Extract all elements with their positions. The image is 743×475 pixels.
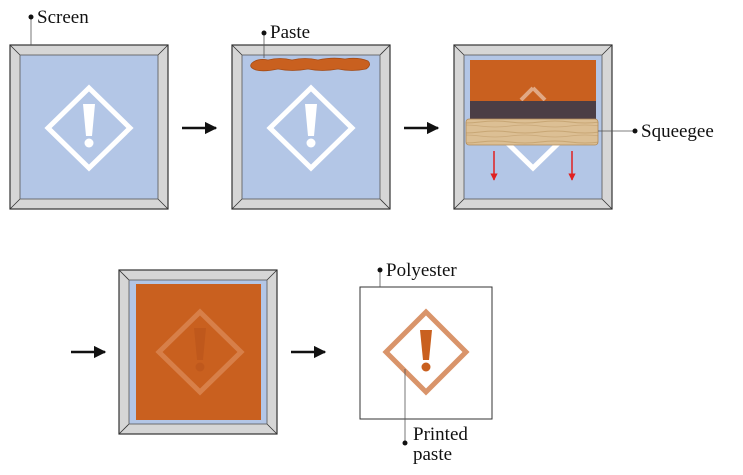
warning-diamond-icon — [519, 86, 547, 102]
warning-diamond-icon — [155, 308, 245, 396]
polyester-label-dot — [377, 267, 383, 273]
squeegee-rubber-blade — [470, 101, 596, 119]
printed-paste-label-dot — [402, 440, 408, 446]
screen-label-dot — [28, 14, 34, 20]
paste-bead — [250, 57, 370, 72]
polyester-label: Polyester — [386, 260, 457, 281]
warning-diamond-icon — [382, 308, 470, 396]
squeegee-handle — [465, 118, 599, 146]
panel-screen: Screen — [9, 7, 169, 210]
paste-layer — [470, 60, 596, 101]
paste-label: Paste — [270, 22, 310, 43]
screen-label: Screen — [37, 7, 89, 28]
panel-squeegee: Squeegee — [453, 44, 714, 210]
warning-diamond-icon — [44, 84, 134, 172]
panel-paste: Paste — [231, 22, 391, 210]
printed-paste-label-line1: Printed — [413, 424, 468, 445]
squeegee-label: Squeegee — [641, 121, 714, 142]
panel-polyester: Polyester Printed paste — [359, 260, 493, 465]
printed-paste-label-line2: paste — [413, 444, 452, 465]
warning-diamond-icon — [266, 84, 356, 172]
squeegee-label-dot — [632, 128, 638, 134]
panel-paste-spread — [118, 269, 278, 435]
paste-label-dot — [261, 30, 267, 36]
